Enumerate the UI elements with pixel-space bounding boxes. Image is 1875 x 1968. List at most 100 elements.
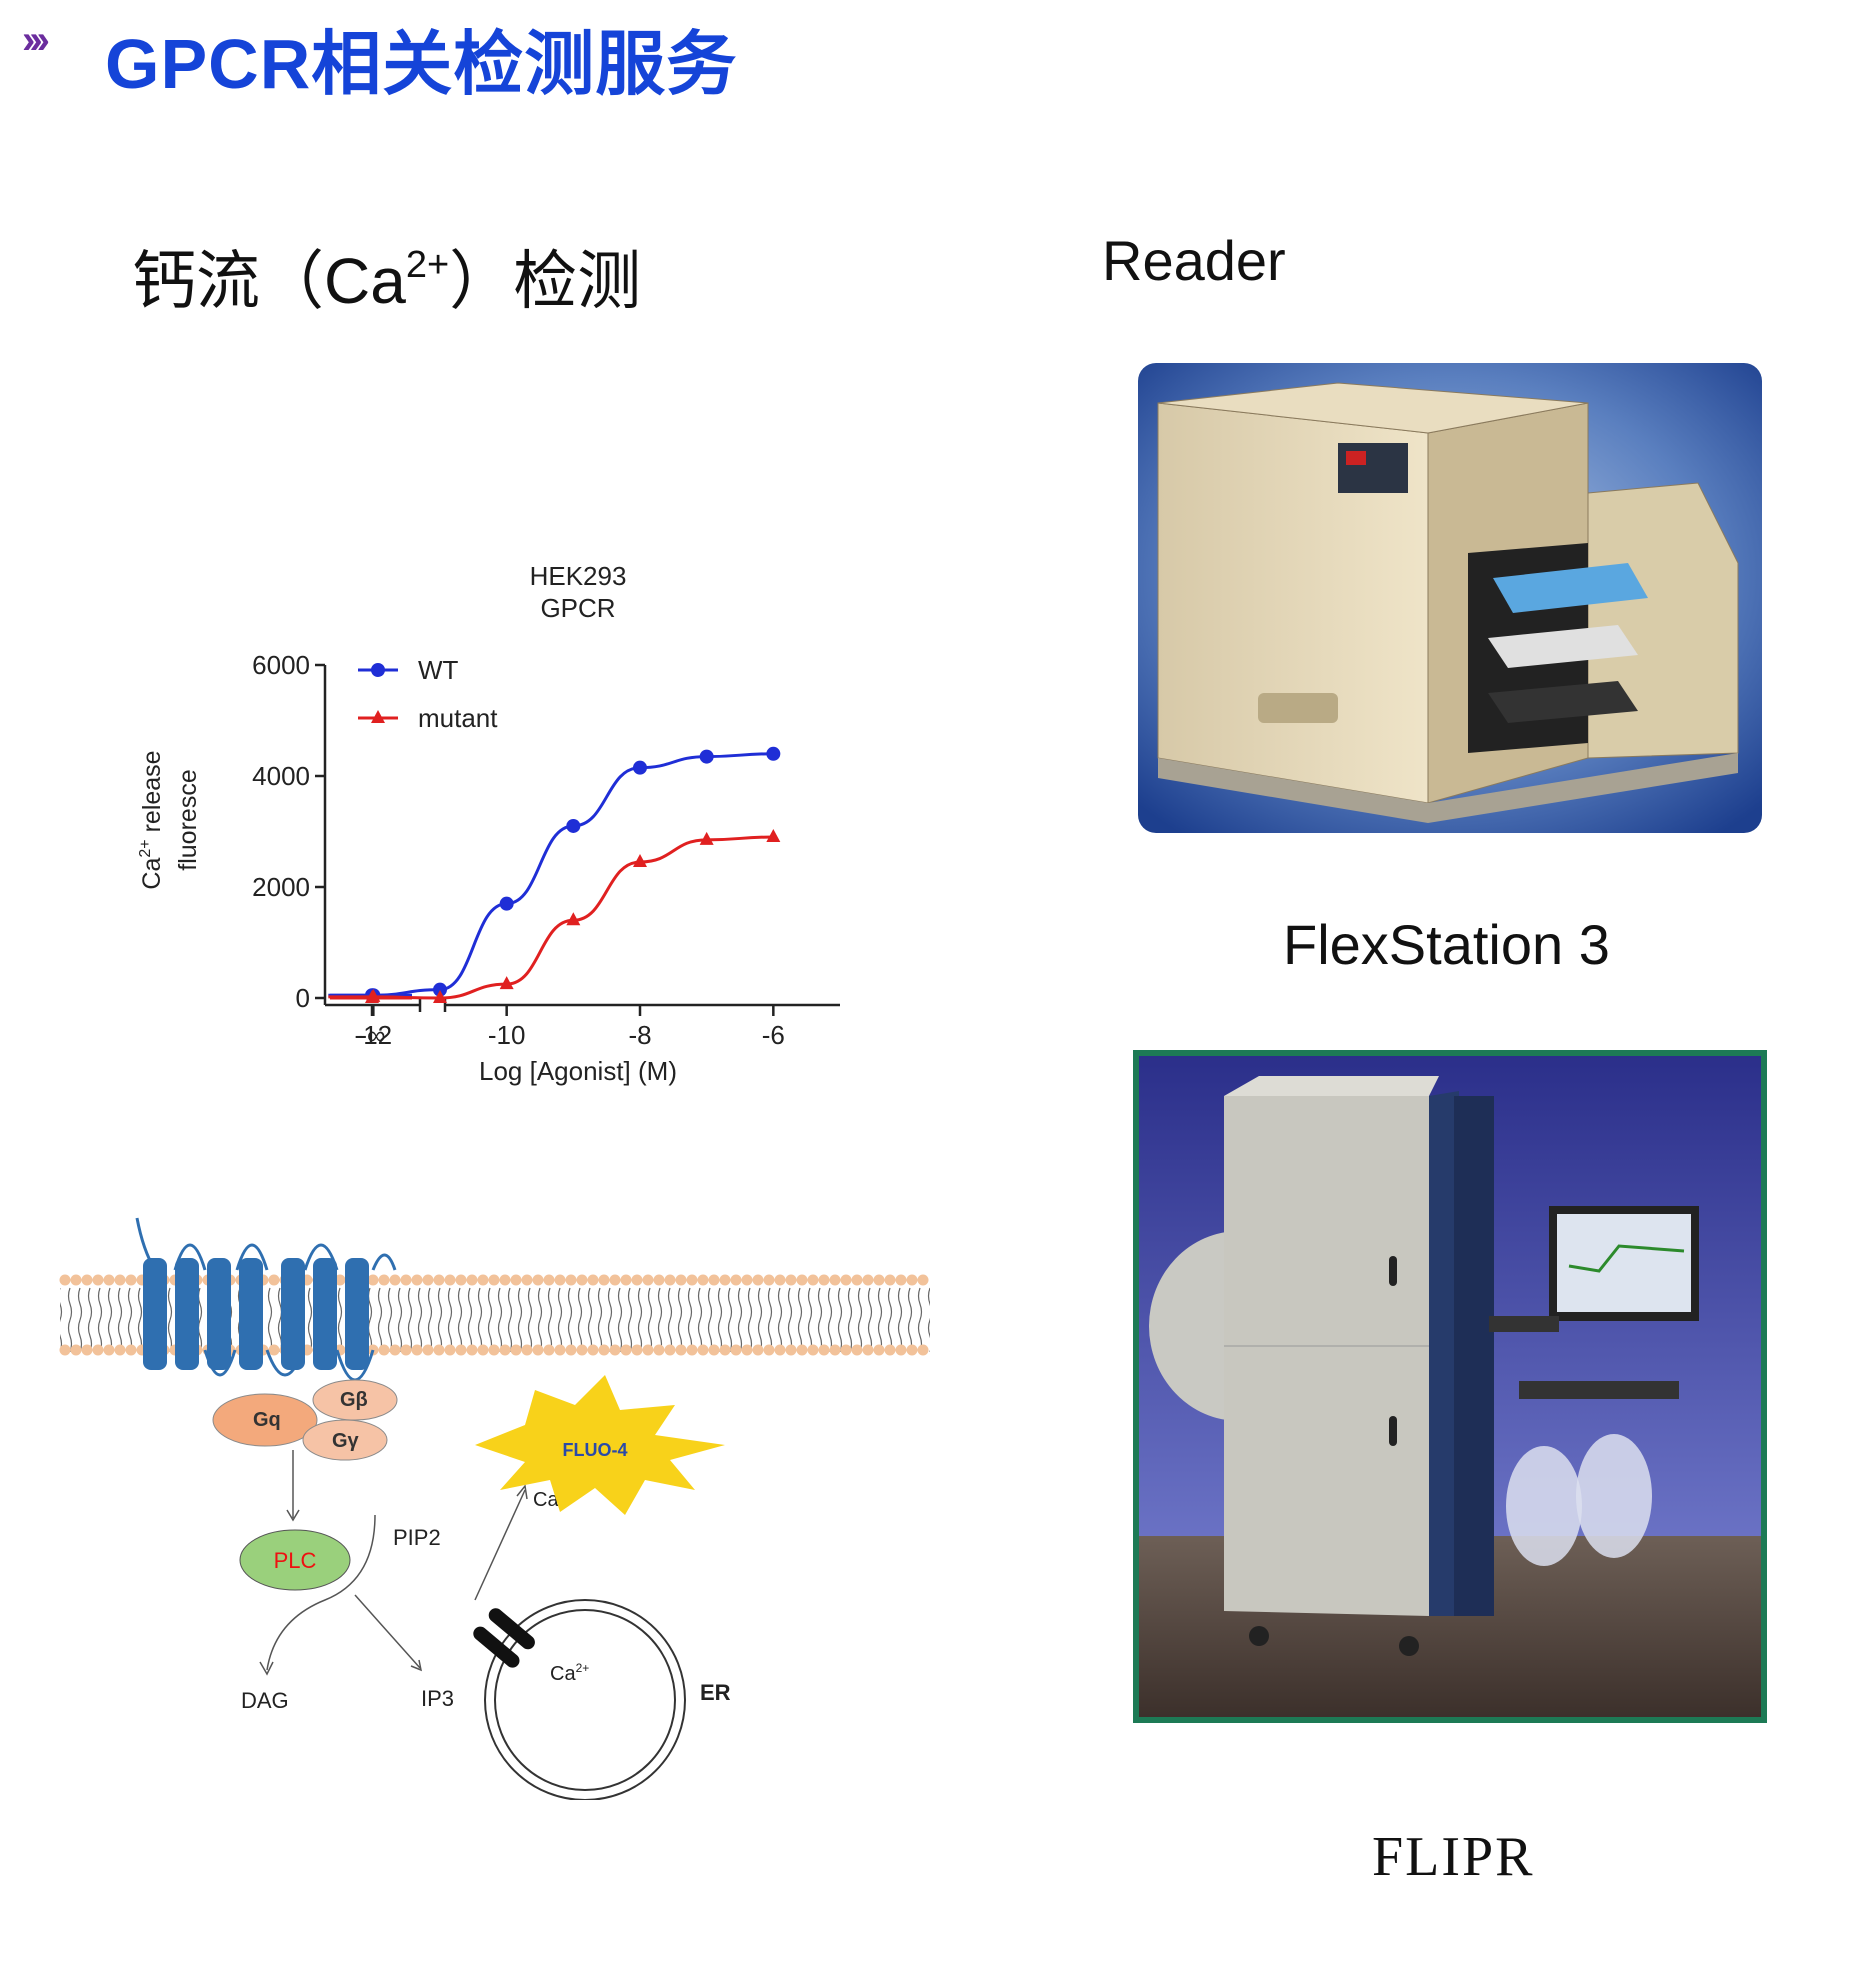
transmembrane-helix <box>239 1258 263 1370</box>
g-protein-complex: Gq Gβ Gγ <box>212 1379 398 1461</box>
flexstation-label: FlexStation 3 <box>1283 913 1610 976</box>
lipid-head <box>862 1344 874 1356</box>
lipid-head <box>488 1274 500 1286</box>
lipid-head <box>125 1344 137 1356</box>
data-point <box>499 896 514 911</box>
lipid-head <box>642 1274 654 1286</box>
lipid-head <box>587 1274 599 1286</box>
gq-label: Gq <box>253 1409 281 1431</box>
ca-er-sup: 2+ <box>576 1661 590 1675</box>
section-title-prefix: 钙流（Ca <box>132 245 406 317</box>
lipid-head <box>906 1344 918 1356</box>
ca-er-label: Ca <box>550 1663 576 1685</box>
data-point <box>766 746 781 761</box>
lipid-head <box>378 1274 390 1286</box>
data-point <box>699 749 714 764</box>
lipid-head <box>587 1344 599 1356</box>
x-tick-label: -12 <box>355 1020 393 1050</box>
data-point <box>433 990 447 1003</box>
flipr-instrument-photo <box>1133 1050 1767 1723</box>
lipid-head <box>642 1344 654 1356</box>
lipid-head <box>466 1274 478 1286</box>
lipid-head <box>818 1274 830 1286</box>
svg-text:Ca2+: Ca2+ <box>550 1661 589 1685</box>
lipid-head <box>774 1344 786 1356</box>
x-tick-label: -10 <box>488 1020 526 1050</box>
lipid-head <box>499 1344 511 1356</box>
lipid-head <box>719 1344 731 1356</box>
lipid-head <box>92 1274 104 1286</box>
lipid-head <box>895 1344 907 1356</box>
lipid-head <box>103 1344 115 1356</box>
lipid-head <box>631 1344 643 1356</box>
lipid-head <box>114 1274 126 1286</box>
lipid-head <box>477 1274 489 1286</box>
lipid-head <box>884 1344 896 1356</box>
lipid-head <box>697 1344 709 1356</box>
data-point <box>566 912 581 926</box>
lipid-head <box>477 1344 489 1356</box>
lipid-head <box>631 1274 643 1286</box>
lipid-head <box>543 1274 555 1286</box>
y-tick-label: 4000 <box>252 761 310 791</box>
lipid-head <box>433 1274 445 1286</box>
lipid-head <box>807 1344 819 1356</box>
y-axis-label-main: Ca <box>138 858 166 890</box>
y-axis-label-rest: release <box>138 750 166 839</box>
lipid-head <box>620 1274 632 1286</box>
lipid-head <box>862 1274 874 1286</box>
legend-marker <box>371 710 385 723</box>
lipid-head <box>796 1344 808 1356</box>
lipid-head <box>81 1274 93 1286</box>
cell-membrane <box>59 1274 930 1356</box>
lipid-head <box>59 1274 71 1286</box>
lipid-head <box>829 1344 841 1356</box>
series-line <box>328 835 774 1000</box>
lipid-head <box>114 1344 126 1356</box>
lipid-head <box>873 1274 885 1286</box>
lipid-head <box>59 1344 71 1356</box>
lipid-head <box>367 1274 379 1286</box>
lipid-head <box>444 1274 456 1286</box>
chart-series <box>328 746 781 1003</box>
reader-label: Reader <box>1102 229 1286 292</box>
lipid-head <box>400 1344 412 1356</box>
lipid-head <box>774 1274 786 1286</box>
lipid-head <box>521 1344 533 1356</box>
lipid-head <box>741 1344 753 1356</box>
lipid-head <box>598 1274 610 1286</box>
plc-label: PLC <box>274 1548 317 1573</box>
fluo4-label: FLUO-4 <box>563 1440 628 1460</box>
lipid-head <box>70 1344 82 1356</box>
transmembrane-helix <box>345 1258 369 1370</box>
lipid-head <box>763 1274 775 1286</box>
lipid-head <box>609 1274 621 1286</box>
flexstation-reader-photo <box>1138 363 1762 833</box>
lipid-head <box>499 1274 511 1286</box>
section-title-suffix: ）检测 <box>449 245 642 317</box>
lipid-head <box>510 1274 522 1286</box>
chart-title-line-2: GPCR <box>540 593 615 623</box>
section-title: 钙流（Ca2+）检测 <box>132 230 641 322</box>
transmembrane-helix <box>175 1258 199 1370</box>
lipid-head <box>565 1344 577 1356</box>
transmembrane-helix <box>313 1258 337 1370</box>
data-point <box>566 818 581 833</box>
lipid-head <box>422 1344 434 1356</box>
lipid-head <box>730 1344 742 1356</box>
section-title-sup: 2+ <box>405 244 450 286</box>
ip3-label: IP3 <box>421 1686 454 1711</box>
lipid-head <box>389 1274 401 1286</box>
lipid-head <box>521 1274 533 1286</box>
x-tick-label: -8 <box>628 1020 651 1050</box>
lipid-head <box>675 1274 687 1286</box>
lipid-head <box>730 1274 742 1286</box>
lipid-head <box>664 1344 676 1356</box>
lipid-head <box>609 1344 621 1356</box>
lipid-head <box>840 1274 852 1286</box>
lipid-head <box>851 1274 863 1286</box>
lipid-head <box>532 1274 544 1286</box>
